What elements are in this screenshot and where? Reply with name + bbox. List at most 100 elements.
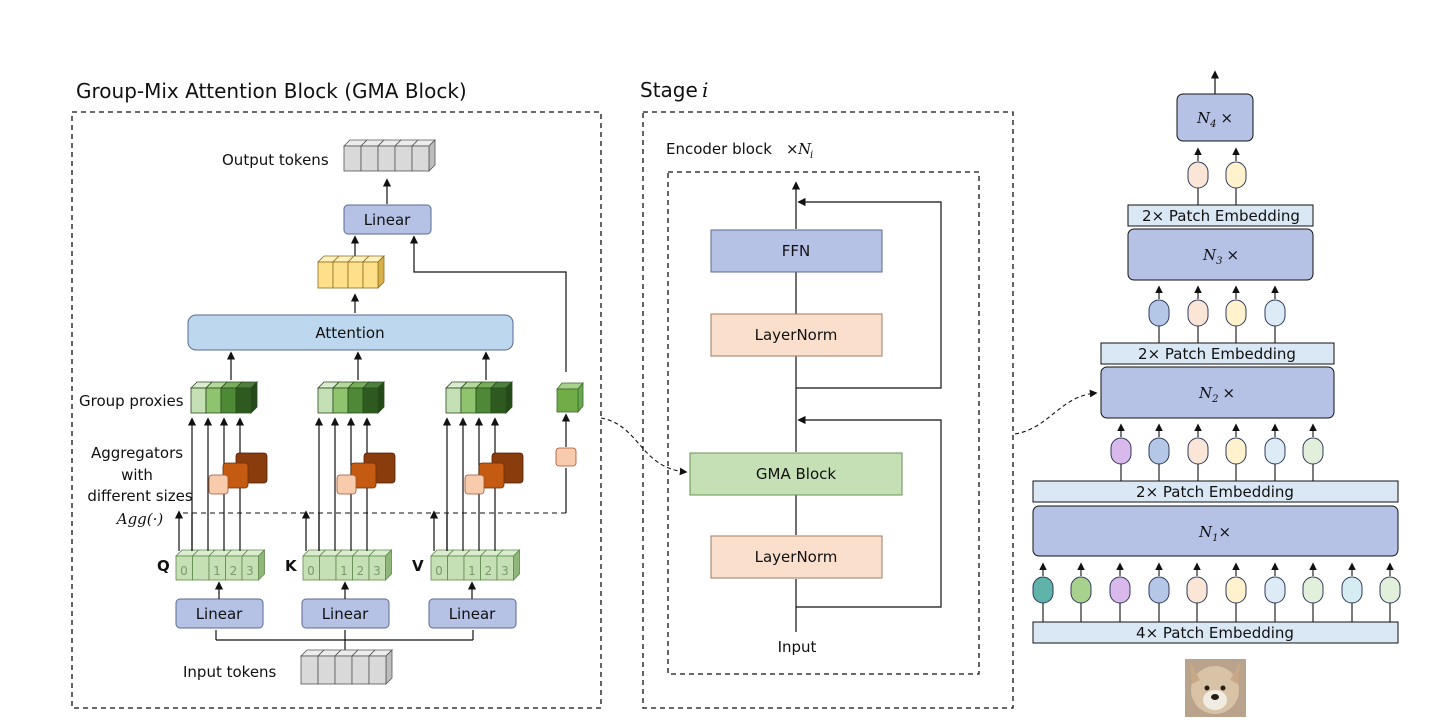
input-label: Input <box>778 638 817 656</box>
segment-index-1-0: 0 <box>307 564 315 578</box>
qkv-stack-1 <box>302 549 393 581</box>
pill-row4-0 <box>1187 161 1209 189</box>
qkv-letter-0: Q <box>157 557 170 575</box>
stage-to-pyramid-connector <box>1014 389 1098 435</box>
encoder-block-label: Encoder block <box>666 140 772 158</box>
output-token-cubes <box>343 139 436 172</box>
patch-embedding-3 <box>1032 621 1399 644</box>
pill-row3-0 <box>1148 299 1170 327</box>
patch-embedding-1 <box>1100 342 1335 365</box>
token-pills <box>1032 147 1401 622</box>
aggregators-line1: Aggregators <box>91 444 183 462</box>
pill-row3-3 <box>1264 299 1286 327</box>
input-token-cubes <box>300 649 393 685</box>
input-image-dog <box>1185 659 1246 717</box>
attention-box <box>187 314 514 351</box>
qkv-stack-0 <box>175 549 266 581</box>
pill-row1-4 <box>1186 576 1208 604</box>
segment-index-0-1: 1 <box>213 564 221 578</box>
pill-row1-5 <box>1225 576 1247 604</box>
pill-row1-6 <box>1264 576 1286 604</box>
aggregator-small-0 <box>208 474 229 495</box>
pill-row2-2 <box>1187 437 1209 465</box>
encoder-sub: i <box>810 150 813 161</box>
pill-row2-1 <box>1148 437 1170 465</box>
group-proxy-stack-1 <box>317 381 385 414</box>
ffn-label: FFN <box>782 242 810 260</box>
stage-n2-label: N2× <box>1198 384 1235 405</box>
group-proxies-label: Group proxies <box>79 392 184 410</box>
stage-panel: Stage i Encoder block × N i FFN LayerNor… <box>640 78 1014 709</box>
linear-top-box <box>343 204 432 235</box>
stage-title-var: i <box>702 78 708 102</box>
group-proxy-stack-2 <box>445 381 513 414</box>
stage-n3-box <box>1127 228 1314 281</box>
pill-row1-7 <box>1302 576 1324 604</box>
pill-row1-8 <box>1341 576 1363 604</box>
gma-block-label: GMA Block <box>756 465 836 483</box>
patch-embedding-2-label: 2× Patch Embedding <box>1136 483 1294 501</box>
patch-embedding-0-label: 2× Patch Embedding <box>1142 207 1300 225</box>
patch-embedding-3-label: 4× Patch Embedding <box>1136 624 1294 642</box>
single-proxy-cube <box>556 381 584 414</box>
gma-panel-title: Group-Mix Attention Block (GMA Block) <box>76 79 467 103</box>
gma-panel: Group-Mix Attention Block (GMA Block) Ou… <box>71 79 602 709</box>
attention-label: Attention <box>315 324 384 342</box>
encoder-mult: × <box>786 140 799 158</box>
segment-index-2-1: 1 <box>468 564 476 578</box>
layernorm-bottom-box <box>710 535 883 579</box>
pill-row1-0 <box>1032 576 1054 604</box>
output-tokens-stack <box>343 139 436 172</box>
group-proxy-stack-0 <box>190 381 258 414</box>
segment-index-1-3: 3 <box>373 564 381 578</box>
segment-index-0-2: 2 <box>230 564 238 578</box>
input-tokens-label: Input tokens <box>183 663 277 681</box>
pill-row4-1 <box>1225 161 1247 189</box>
pill-row1-9 <box>1379 576 1401 604</box>
stage-n3-label: N3× <box>1202 246 1239 267</box>
stage-n4-label: N4× <box>1196 109 1233 130</box>
pill-row2-3 <box>1225 437 1247 465</box>
segment-index-1-1: 1 <box>340 564 348 578</box>
pill-row3-2 <box>1225 299 1247 327</box>
single-aggregator <box>555 447 577 467</box>
encoder-var: N <box>797 140 812 158</box>
linear-label-2: Linear <box>449 605 496 623</box>
stage-n2-box <box>1100 366 1335 419</box>
linear-top-label: Linear <box>364 211 411 229</box>
patch-embedding-2 <box>1032 480 1399 503</box>
aggregator-small-1 <box>336 474 357 495</box>
layernorm-top-label: LayerNorm <box>755 326 838 344</box>
stage-title: Stage <box>640 78 698 102</box>
stage-n1-box <box>1032 505 1399 557</box>
patch-embedding-1-label: 2× Patch Embedding <box>1138 345 1296 363</box>
pill-row2-4 <box>1264 437 1286 465</box>
pill-row1-1 <box>1070 576 1092 604</box>
pill-row1-2 <box>1109 576 1131 604</box>
segment-index-2-3: 3 <box>501 564 509 578</box>
layernorm-top-box <box>710 313 883 357</box>
patch-embedding-0 <box>1127 204 1314 227</box>
ffn-box <box>710 229 883 273</box>
segment-index-2-0: 0 <box>435 564 443 578</box>
gma-panel-border <box>71 111 602 709</box>
aggregators-line3: different sizes <box>87 487 193 505</box>
stage-n1-label: N1× <box>1198 523 1231 544</box>
gma-to-stage-connector <box>600 417 688 476</box>
pill-row2-5 <box>1302 437 1324 465</box>
pill-row1-3 <box>1148 576 1170 604</box>
encoder-block-border <box>667 171 980 675</box>
aggregator-small-2 <box>464 474 485 495</box>
linear-label-1: Linear <box>322 605 369 623</box>
qkv-letter-1: K <box>285 557 298 575</box>
segment-index-2-2: 2 <box>485 564 493 578</box>
yellow-token-cubes <box>317 255 385 289</box>
group-proxies <box>190 381 513 414</box>
output-tokens-label: Output tokens <box>222 151 329 169</box>
segment-index-0-0: 0 <box>180 564 188 578</box>
segment-index-1-2: 2 <box>357 564 365 578</box>
pyramid-panel: N4× 2× Patch Embedding N3× 2× Patch Embe… <box>1032 70 1401 717</box>
stage-panel-border <box>642 111 1014 709</box>
